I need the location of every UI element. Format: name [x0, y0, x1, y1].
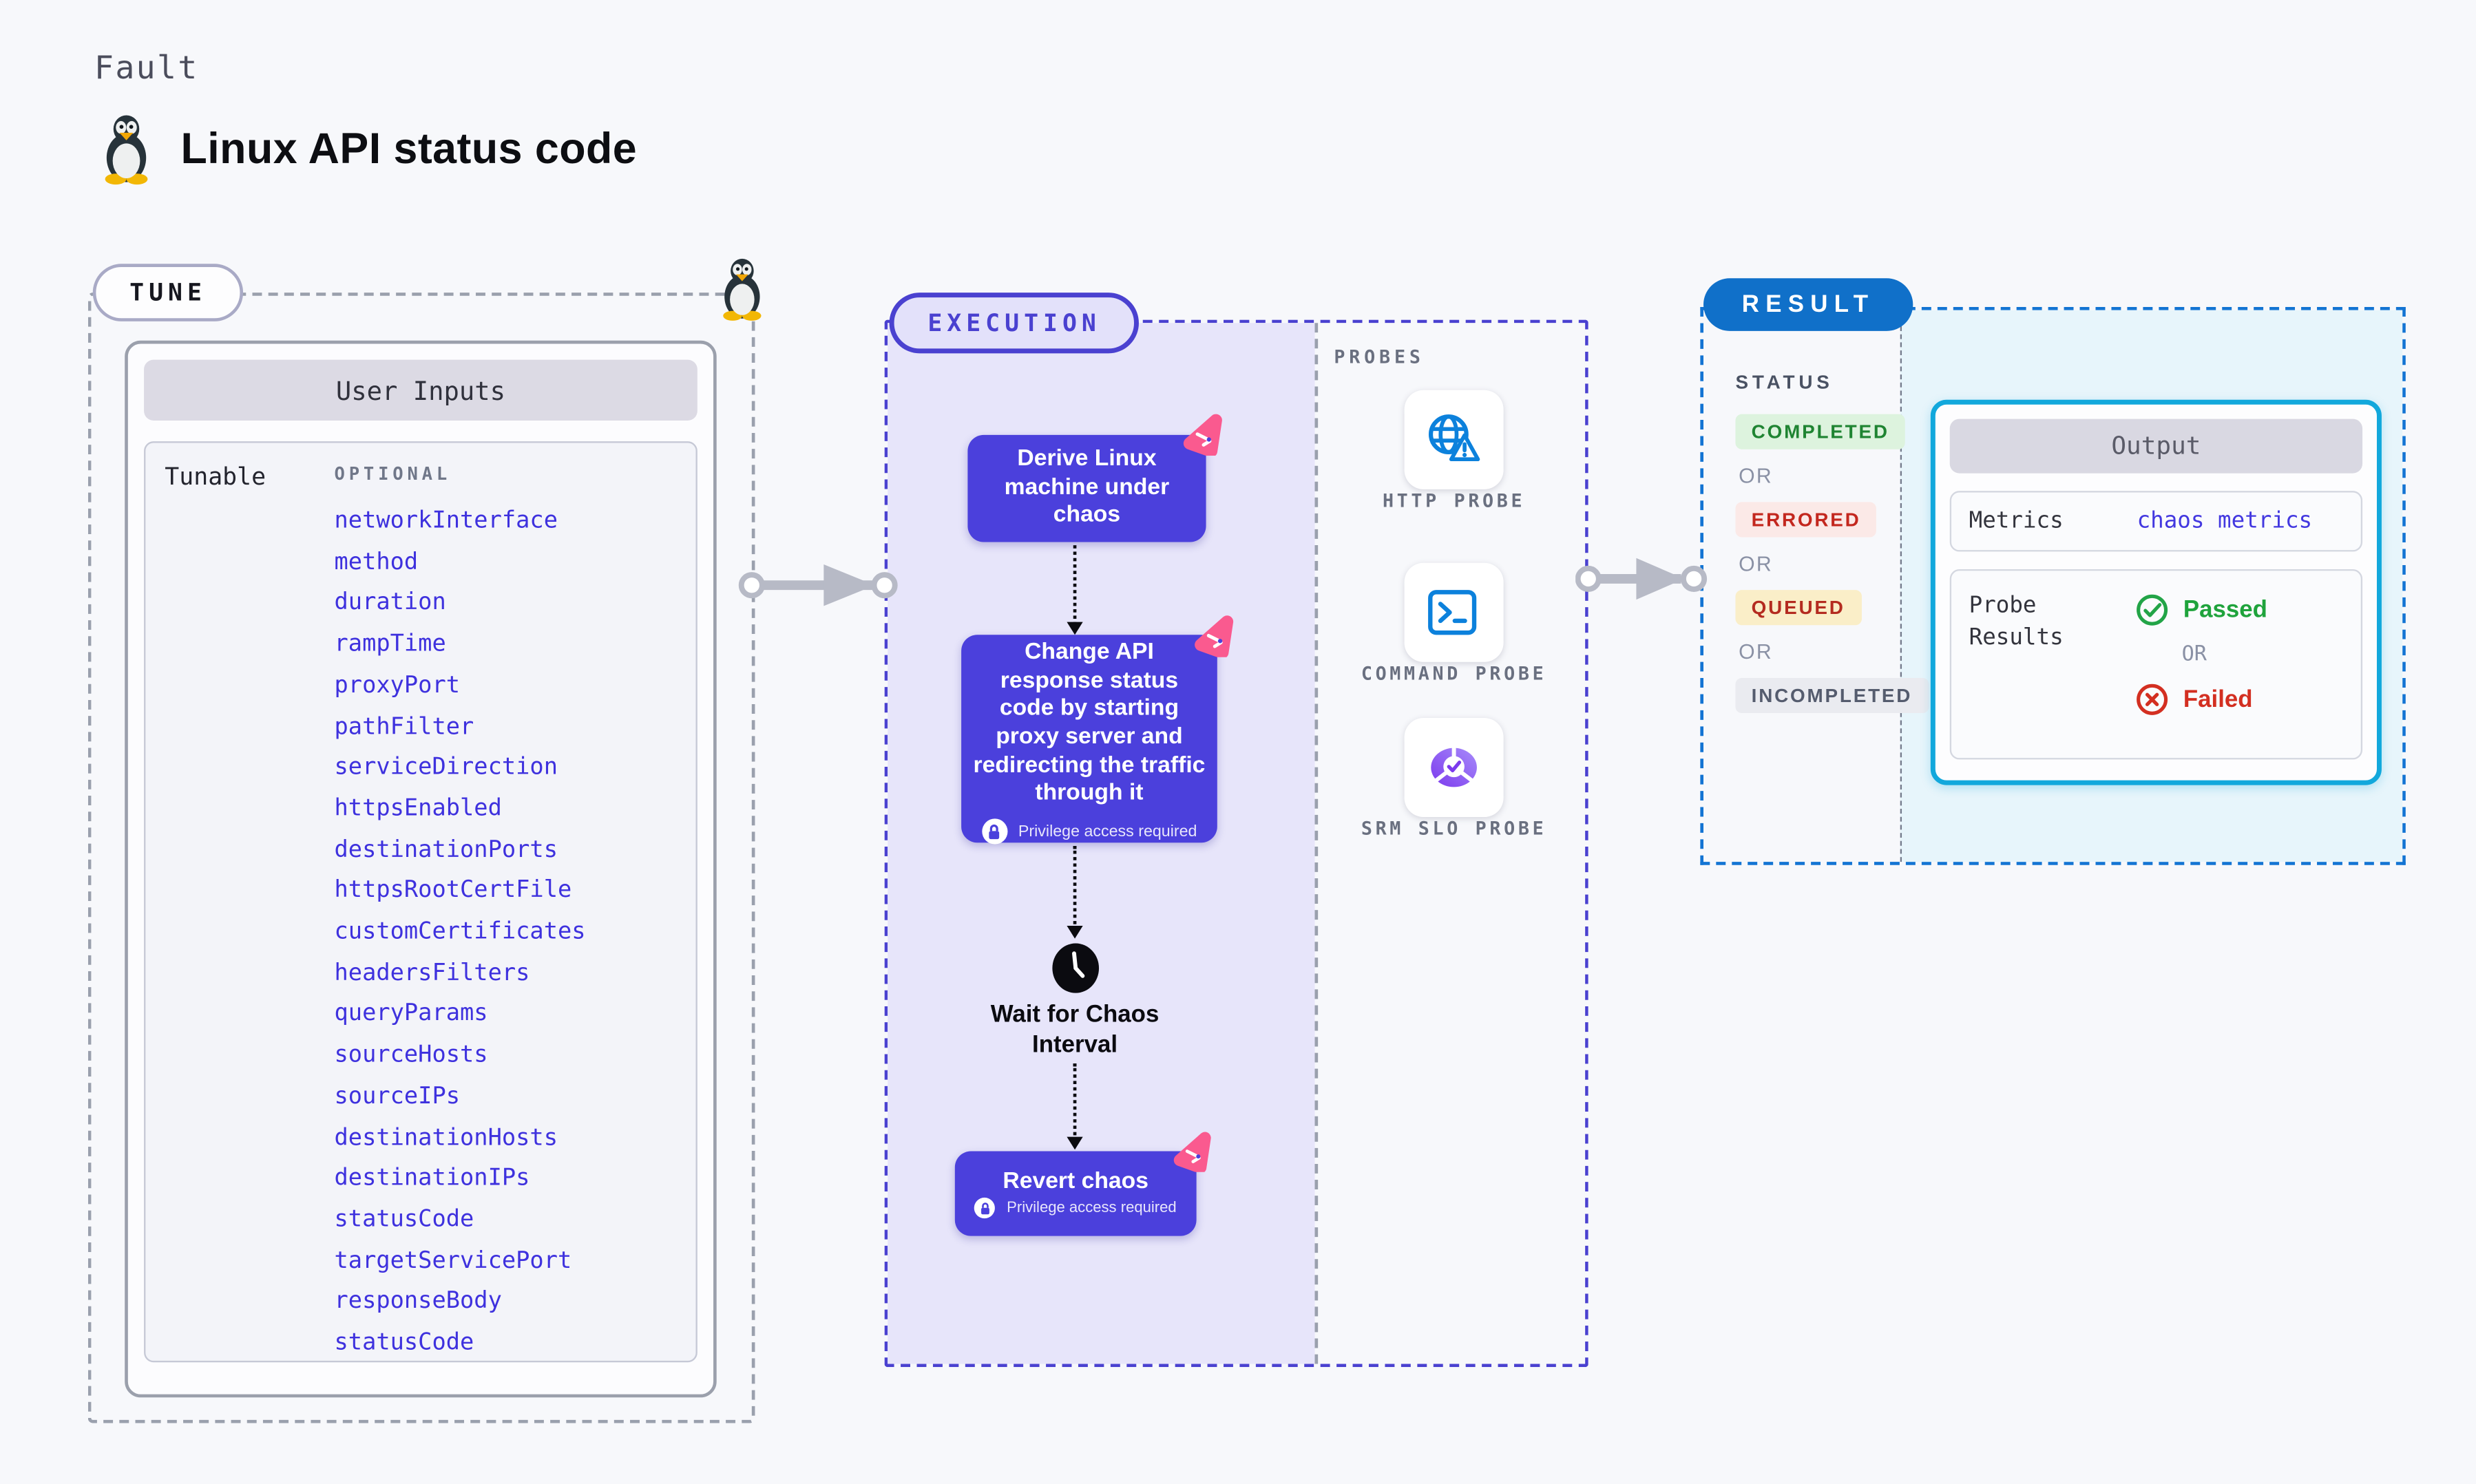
lock-icon — [981, 818, 1007, 845]
result-section-box: STATUS COMPLETED OR ERRORED OR QUEUED OR INCOM… — [1700, 307, 2406, 865]
tux-linux-icon — [105, 115, 148, 185]
step-text: Revert chaos — [1003, 1168, 1148, 1194]
param-link[interactable]: rampTime — [334, 631, 446, 658]
param-link[interactable]: httpsEnabled — [334, 796, 502, 822]
user-inputs-card: User Inputs Tunable OPTIONAL networkInte… — [125, 340, 717, 1398]
arrow-execution-to-result — [1575, 558, 1708, 600]
status-column: STATUS COMPLETED OR ERRORED OR QUEUED OR INCOM… — [1735, 370, 1929, 714]
or-label: OR — [1739, 639, 1774, 664]
param-link[interactable]: method — [334, 549, 419, 575]
srm-slo-probe-icon — [1431, 745, 1477, 787]
tux-linux-icon-small — [723, 258, 762, 321]
step-derive-machine: Derive Linux machine under chaos — [967, 434, 1206, 542]
metrics-label: Metrics — [1969, 508, 2064, 534]
probes-divider — [1314, 323, 1319, 1364]
execution-pill: EXECUTION — [889, 293, 1140, 354]
page-title: Linux API status code — [180, 124, 638, 172]
user-inputs-body: Tunable OPTIONAL networkInterface method d… — [144, 441, 697, 1363]
tunable-label: Tunable — [165, 462, 266, 491]
command-probe-icon — [1428, 590, 1477, 635]
step-change-status-code: Change API response status code by start… — [961, 635, 1217, 845]
http-probe-card — [1404, 390, 1504, 489]
probes-label: PROBES — [1334, 345, 1425, 368]
user-inputs-title: User Inputs — [144, 359, 697, 421]
output-title: Output — [1949, 418, 2363, 474]
or-label: OR — [1739, 551, 1774, 576]
privilege-row: Privilege access required — [974, 1198, 1177, 1219]
step-text: Derive Linux machine under chaos — [1004, 446, 1170, 529]
privilege-row: Privilege access required — [981, 818, 1197, 845]
output-card: Output Metrics chaos metrics Probe Resul… — [1930, 399, 2382, 785]
status-list: COMPLETED OR ERRORED OR QUEUED OR INCOMPLETED — [1735, 414, 1929, 714]
passed-row: Passed — [2135, 593, 2267, 627]
param-list: networkInterface method duration rampTime pr… — [335, 502, 586, 1365]
status-badge: COMPLETED — [1735, 414, 1906, 449]
flow-arrow — [1067, 545, 1084, 635]
step-text: Change API response status code by start… — [973, 639, 1206, 807]
probe-name: HTTP PROBE — [1382, 489, 1526, 512]
probe-results-row: Probe Results Passed OR — [1949, 569, 2363, 760]
param-link[interactable]: customCertificates — [334, 919, 586, 945]
chaos-icon — [1171, 1130, 1212, 1172]
failed-label: Failed — [2183, 686, 2253, 714]
optional-label: OPTIONAL — [334, 463, 452, 485]
chaos-icon — [1192, 614, 1235, 657]
fault-kicker: Fault — [94, 47, 199, 87]
flow-arrow — [1067, 845, 1084, 939]
lock-icon — [974, 1198, 996, 1219]
status-divider — [1900, 310, 1902, 862]
status-badge: QUEUED — [1735, 590, 1861, 626]
probe-name: SRM SLO PROBE — [1361, 817, 1547, 840]
execution-section-box: Derive Linux machine under chaos Change … — [884, 319, 1588, 1368]
param-link[interactable]: networkInterface — [334, 508, 558, 534]
or-label: OR — [1739, 463, 1774, 488]
status-badge: INCOMPLETED — [1735, 677, 1929, 714]
passed-label: Passed — [2183, 596, 2267, 624]
privilege-label: Privilege access required — [1018, 823, 1197, 840]
status-label: STATUS — [1735, 370, 1834, 394]
param-link[interactable]: headersFilters — [334, 960, 530, 986]
param-link[interactable]: queryParams — [334, 1001, 488, 1028]
tune-pill: TUNE — [92, 264, 244, 321]
param-link[interactable]: destinationIPs — [334, 1166, 530, 1192]
param-link[interactable]: sourceHosts — [334, 1042, 488, 1069]
or-label: OR — [2181, 642, 2207, 667]
step-wait-chaos-interval: Wait for Chaos Interval — [990, 1001, 1160, 1059]
check-circle-icon — [2137, 594, 2168, 626]
probe-name: COMMAND PROBE — [1361, 661, 1547, 685]
probe-results-label: Probe Results — [1969, 593, 2064, 652]
chaos-icon — [1180, 412, 1224, 456]
param-link[interactable]: destinationPorts — [334, 837, 558, 863]
param-link[interactable]: sourceIPs — [334, 1083, 461, 1110]
tunable-params-column: OPTIONAL networkInterface method duration r… — [335, 459, 586, 1366]
status-badge: ERRORED — [1735, 502, 1877, 538]
param-link[interactable]: destinationHosts — [334, 1125, 558, 1151]
x-circle-icon — [2137, 683, 2168, 715]
arrow-tune-to-execution — [738, 564, 898, 606]
param-link[interactable]: pathFilter — [334, 714, 474, 740]
param-link[interactable]: httpsRootCertFile — [334, 878, 572, 904]
probe-results-values: Passed OR Failed — [2135, 593, 2267, 739]
param-link[interactable]: statusCode — [334, 1207, 474, 1233]
param-link[interactable]: targetServicePort — [334, 1248, 572, 1274]
param-link[interactable]: responseBody — [334, 1289, 502, 1315]
param-link[interactable]: serviceDirection — [334, 754, 558, 781]
metrics-value[interactable]: chaos metrics — [2137, 508, 2313, 534]
http-probe-icon — [1428, 414, 1480, 462]
result-pill: RESULT — [1703, 278, 1913, 331]
step-revert-chaos: Revert chaos Privilege access required — [954, 1151, 1197, 1236]
command-probe-card — [1404, 562, 1504, 662]
metrics-row: Metrics chaos metrics — [1949, 491, 2363, 552]
privilege-label: Privilege access required — [1007, 1200, 1177, 1218]
flow-arrow — [1067, 1063, 1084, 1150]
param-link[interactable]: statusCode — [334, 1330, 474, 1357]
param-link[interactable]: proxyPort — [334, 672, 461, 699]
clock-icon — [1052, 943, 1100, 993]
srm-slo-probe-card — [1404, 718, 1504, 818]
tune-section-box — [87, 293, 755, 1423]
param-link[interactable]: duration — [334, 591, 446, 617]
failed-row: Failed — [2135, 683, 2267, 717]
page-header: Linux API status code — [96, 112, 637, 186]
